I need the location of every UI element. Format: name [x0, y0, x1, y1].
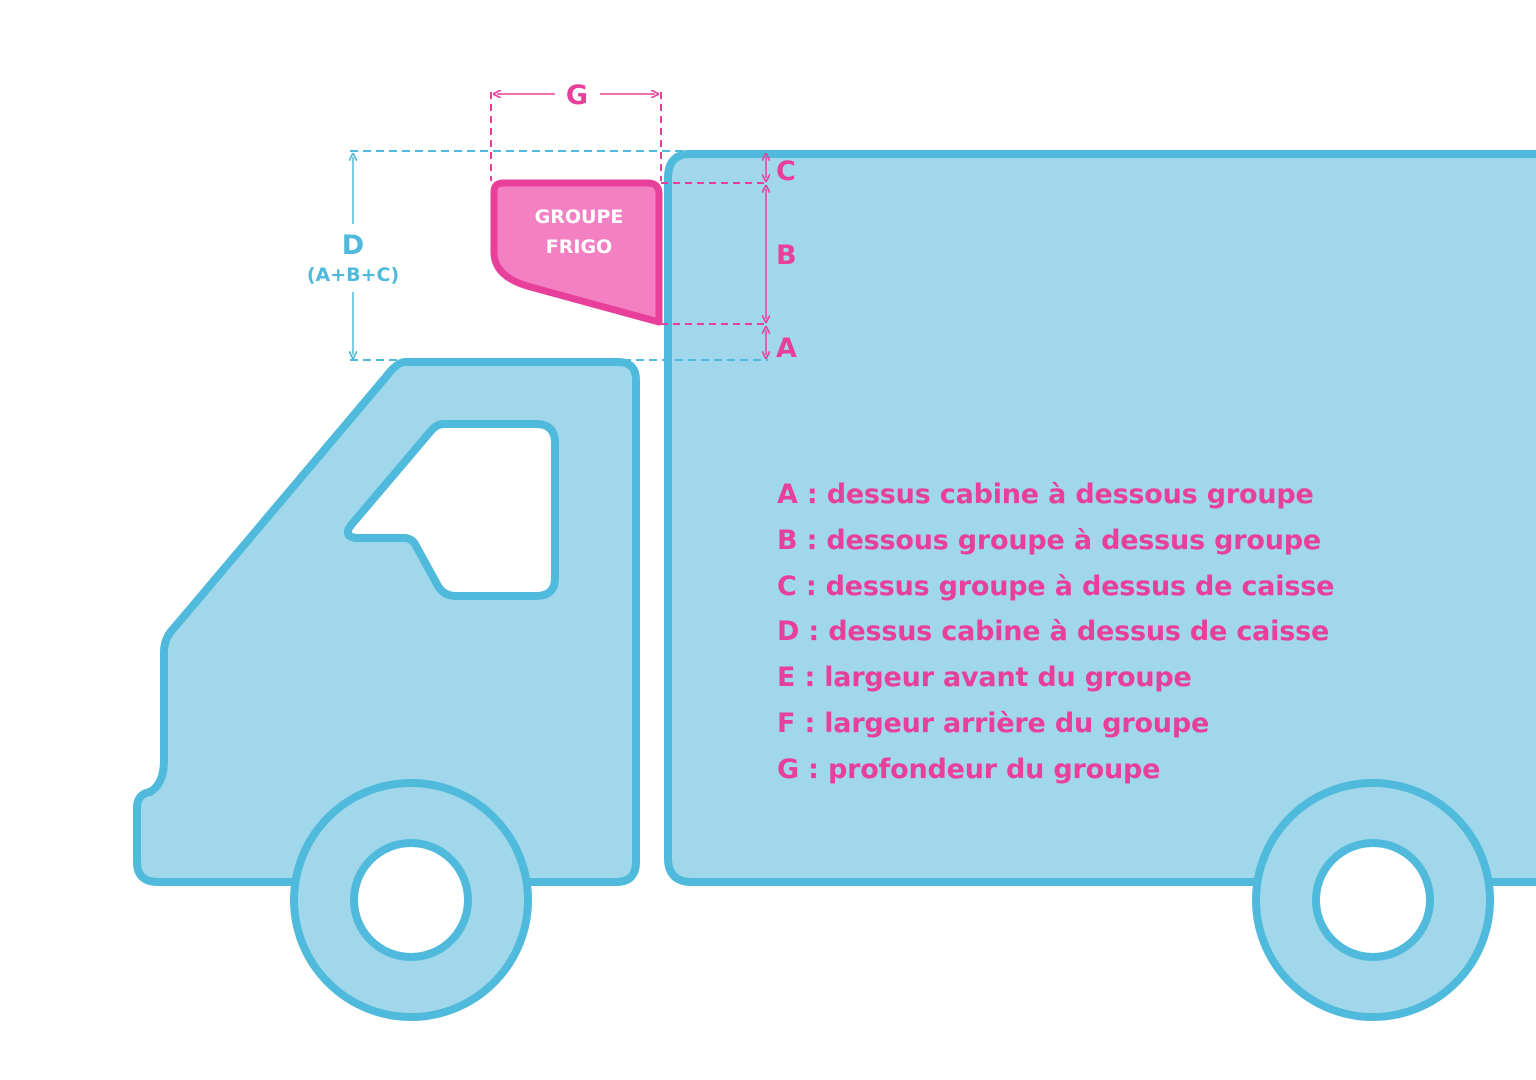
legend-item-g: G : profondeur du groupe: [777, 753, 1161, 785]
legend-item-a: A : dessus cabine à dessous groupe: [777, 479, 1314, 510]
front-wheel-hub: [350, 839, 472, 961]
legend-item-f: F : largeur arrière du groupe: [777, 707, 1210, 739]
refrigeration-unit: [490, 179, 663, 326]
legend-item-d: D : dessus cabine à dessus de caisse: [777, 616, 1330, 648]
unit-label-line1: GROUPE: [535, 206, 624, 228]
dim-c-label: C: [776, 156, 796, 187]
rear-wheel-hub: [1312, 839, 1434, 961]
dim-a-label: A: [776, 333, 797, 364]
pink-guides: [490, 92, 768, 325]
dim-d-label: D: [342, 230, 364, 261]
legend-item-b: B : dessous groupe à dessus groupe: [777, 524, 1321, 556]
legend-item-c: C : dessus groupe à dessus de caisse: [777, 570, 1335, 602]
unit-label-line2: FRIGO: [546, 236, 612, 258]
dim-b-label: B: [776, 240, 797, 271]
d-guides: [350, 150, 768, 361]
cabin-window: [343, 420, 559, 600]
cargo-box: [664, 150, 1536, 886]
dim-d-formula: (A+B+C): [307, 264, 399, 286]
legend-item-e: E : largeur avant du groupe: [777, 662, 1192, 694]
dim-g-label: G: [566, 80, 588, 111]
dimension-legend: A : dessus cabine à dessous groupe B : d…: [777, 472, 1334, 793]
